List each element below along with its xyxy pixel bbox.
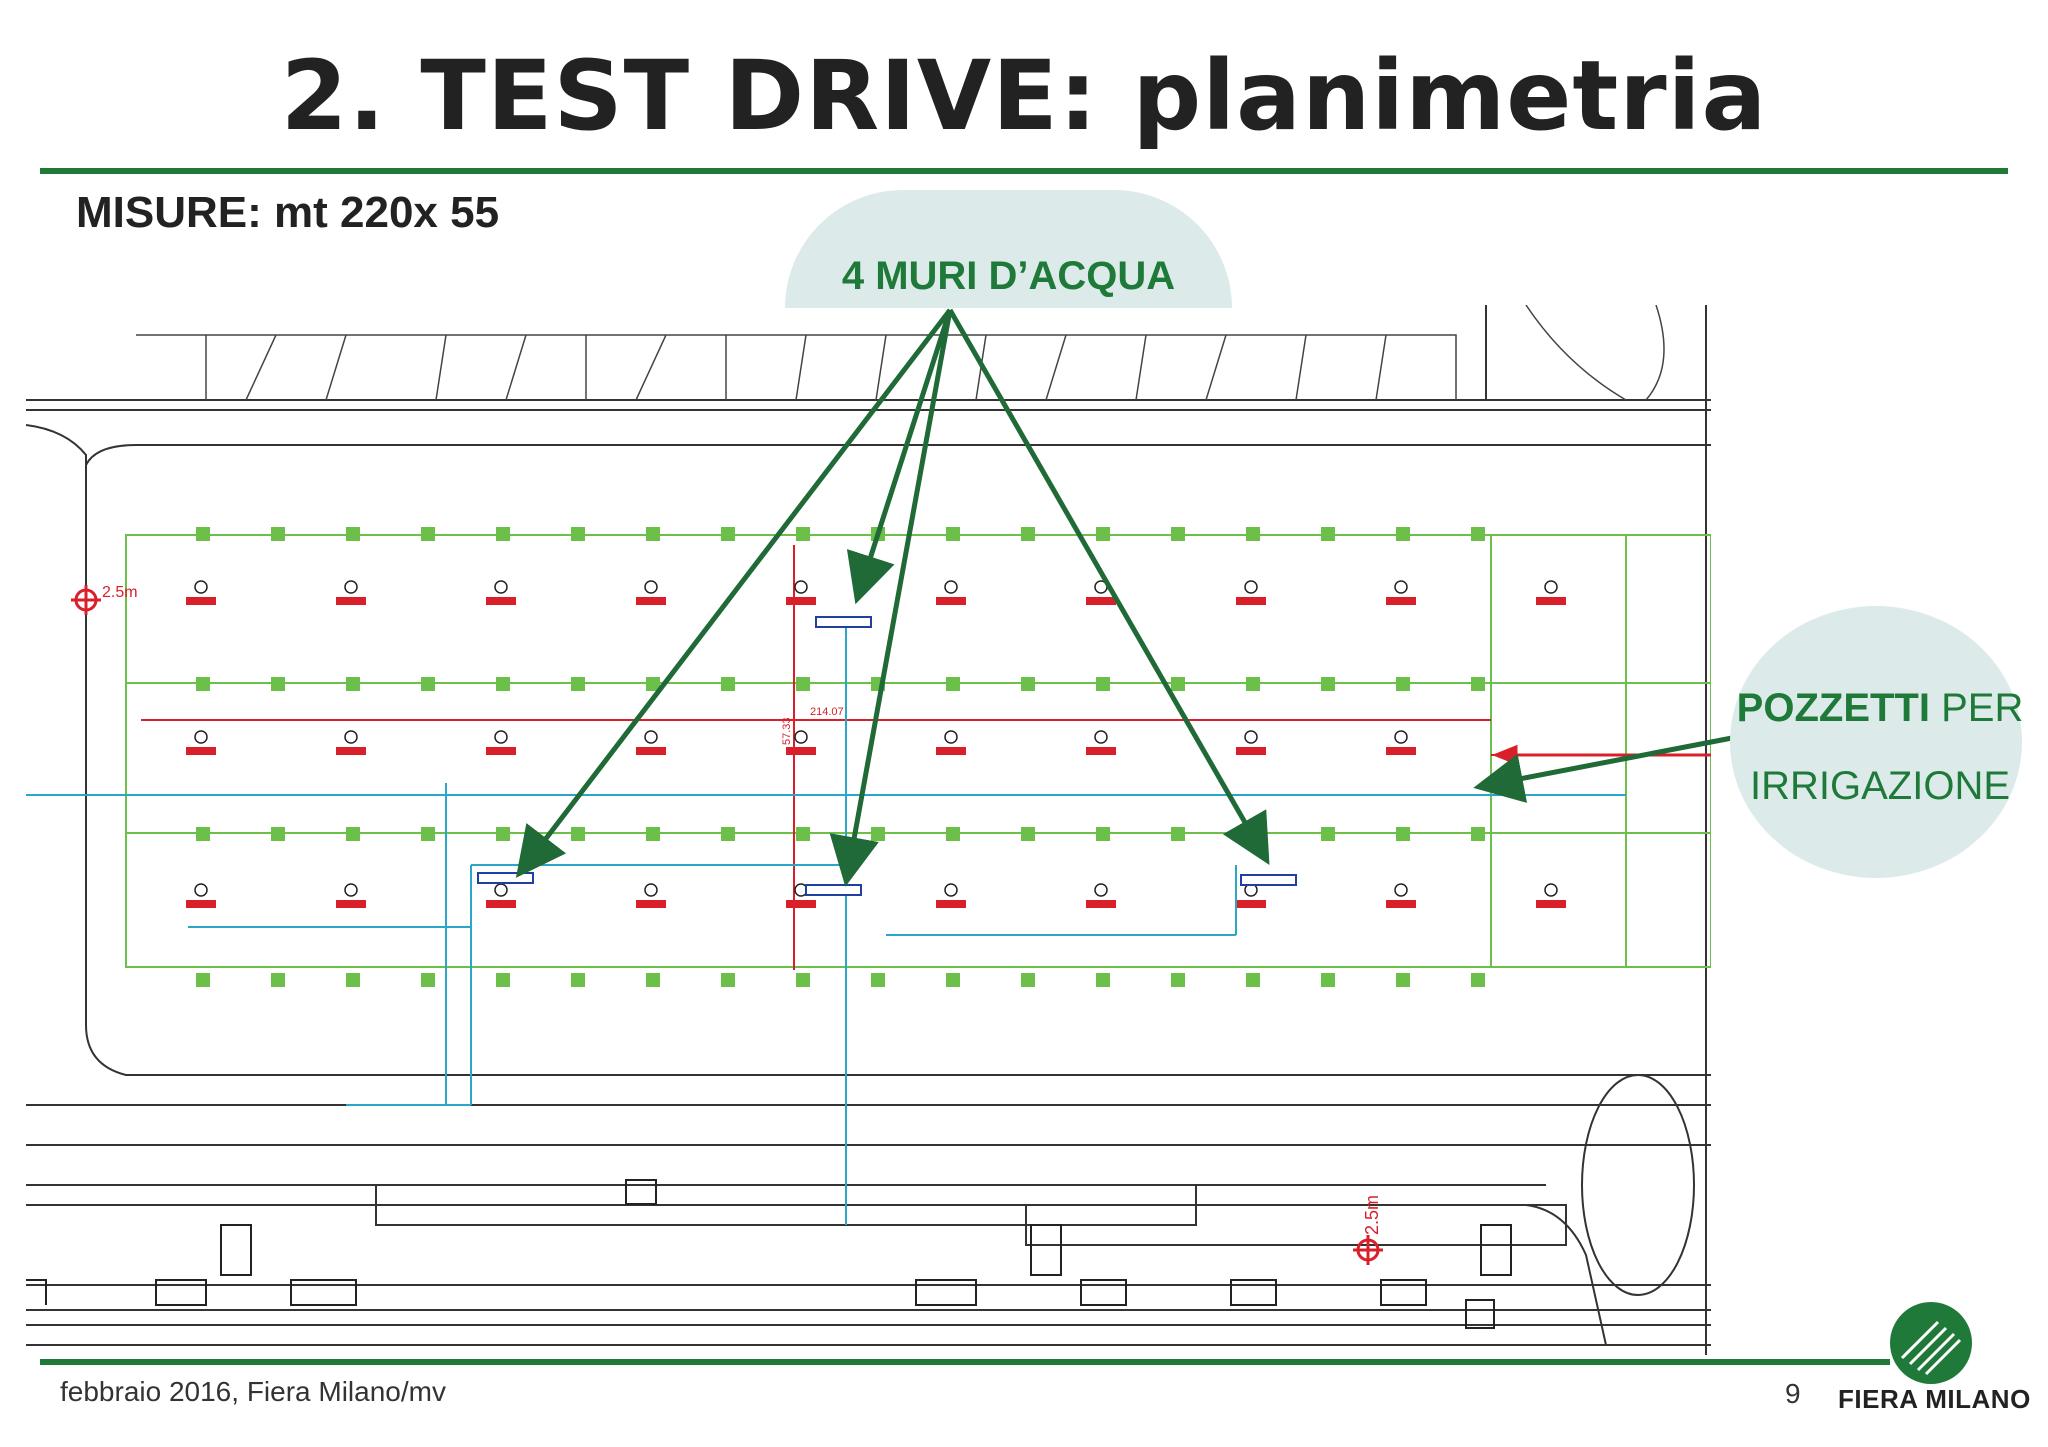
water-walls-callout-bubble <box>785 190 1232 308</box>
dim-label-top-left: 2.5m <box>102 584 138 601</box>
footer-date-source: febbraio 2016, Fiera Milano/mv <box>60 1376 446 1407</box>
wells-rest-label: PER <box>1929 686 2024 730</box>
floor-plan: 2.5m 2.5m 214.07 57.33 <box>26 305 1711 1355</box>
target-markers <box>71 585 1383 1265</box>
dim-label-bottom: 2.5m <box>1362 1195 1382 1235</box>
irrigation-wells-callout-line2: IRRIGAZIONE <box>1749 764 2011 808</box>
irrigation-nodes <box>196 527 1485 987</box>
measures-label: MISURE <box>76 188 248 237</box>
red-pointer-arrow <box>1491 744 1711 766</box>
fiera-milano-logo-text: FIERA MILANO <box>1838 1384 2031 1414</box>
fiera-milano-logo-icon <box>1890 1302 1972 1384</box>
red-markers <box>186 580 1566 908</box>
parking-bays <box>136 305 1665 401</box>
bottom-structures <box>26 1179 1512 1329</box>
dimension-lines <box>141 545 1711 970</box>
wells-bold-label: POZZETTI <box>1736 686 1930 730</box>
footer-divider <box>40 1359 1890 1365</box>
dim-label-length: 214.07 <box>810 706 844 718</box>
water-wall-tags <box>477 616 1297 896</box>
dim-label-width: 57.33 <box>781 717 793 745</box>
irrigation-wells-callout-line1: POZZETTI PER <box>1730 686 2030 731</box>
measures-text: MISURE: mt 220x 55 <box>76 188 499 238</box>
measures-value: : mt 220x 55 <box>247 188 500 237</box>
water-walls-callout: 4 MURI D’ACQUA <box>841 254 1176 298</box>
title-divider <box>40 168 2008 174</box>
slide-title: 2. TEST DRIVE: planimetria <box>280 40 1768 152</box>
page-number: 9 <box>1785 1378 1801 1409</box>
irrigation-wells-callout-bubble <box>1730 606 2022 878</box>
road-outlines <box>26 305 1711 1355</box>
